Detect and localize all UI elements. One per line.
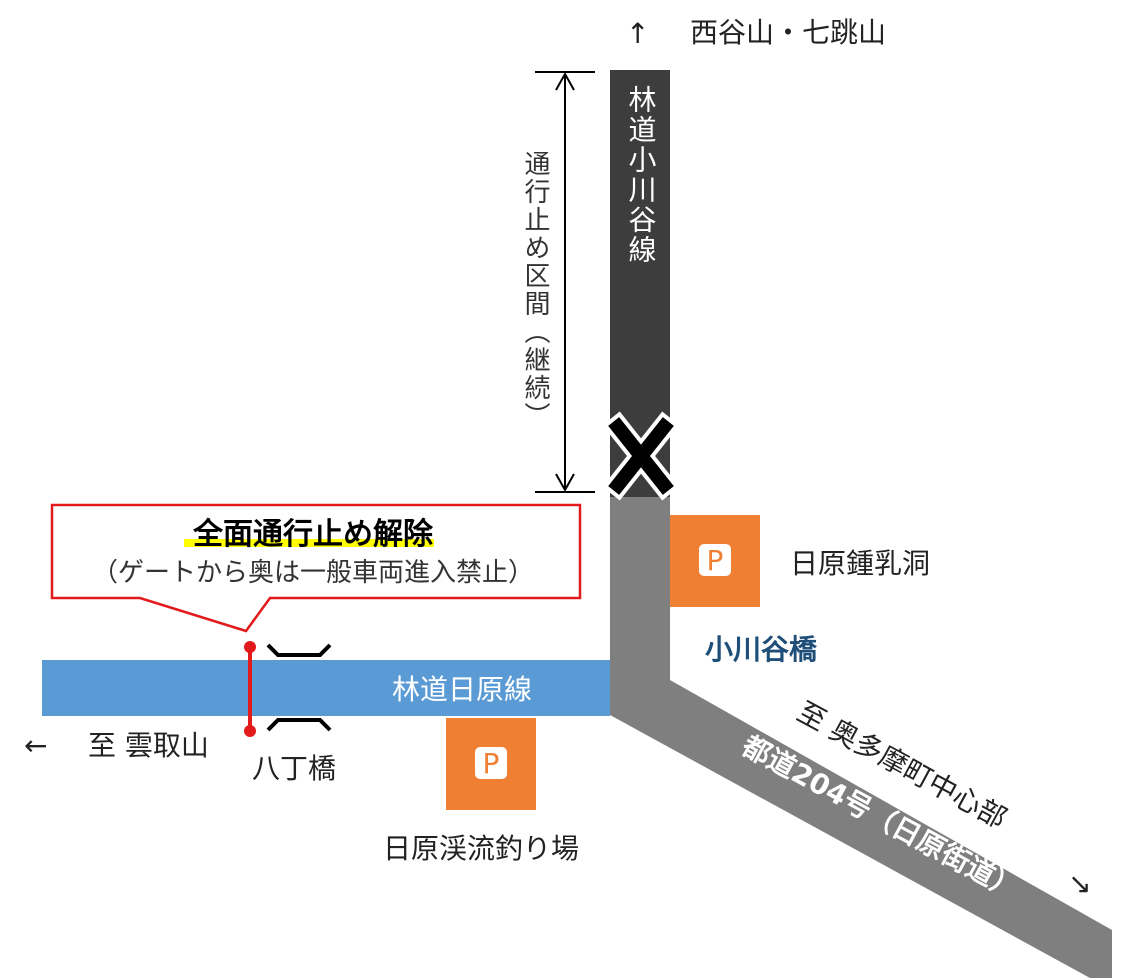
parking-icon [475, 747, 507, 779]
ogawadani-road-open [610, 495, 670, 715]
gate-marker [244, 641, 256, 737]
north-destination: 西谷山・七跳山 [690, 16, 886, 49]
west-destination: 至 雲取山 [88, 729, 209, 762]
callout-highlight [184, 539, 434, 547]
cave-label: 日原鍾乳洞 [790, 547, 930, 580]
nippara-road [42, 660, 610, 716]
parking-symbol: P [707, 544, 724, 577]
fishing-area-label: 日原渓流釣り場 [383, 832, 579, 865]
north-arrow-icon: ↑ [626, 17, 649, 50]
callout: 全面通行止め解除 （ゲートから奥は一般車両進入禁止） [50, 503, 582, 633]
parking-symbol: P [483, 747, 500, 780]
route-204-road [610, 640, 1112, 978]
nippara-road-label: 林道日原線 [392, 673, 532, 706]
closure-section-label: 通行止め区間（継続） [520, 150, 550, 430]
ogawadani-road-label: 林道小川谷線 [625, 85, 658, 265]
hatcho-bridge-label: 八丁橋 [252, 752, 336, 785]
parking-icon [699, 544, 731, 576]
callout-title: 全面通行止め解除 [192, 517, 434, 552]
parking-fishing: P [446, 718, 536, 810]
hatcho-bridge-icon [266, 643, 332, 732]
callout-subtitle: （ゲートから奥は一般車両進入禁止） [92, 558, 534, 588]
ogawadani-bridge-label: 小川谷橋 [705, 633, 818, 666]
closure-x-icon [602, 411, 680, 501]
callout-box [50, 503, 582, 633]
closure-span-marker [535, 71, 595, 493]
parking-cave: P [670, 515, 760, 607]
southeast-arrow-icon: ↘ [1068, 867, 1091, 900]
west-arrow-icon: ← [24, 729, 47, 762]
